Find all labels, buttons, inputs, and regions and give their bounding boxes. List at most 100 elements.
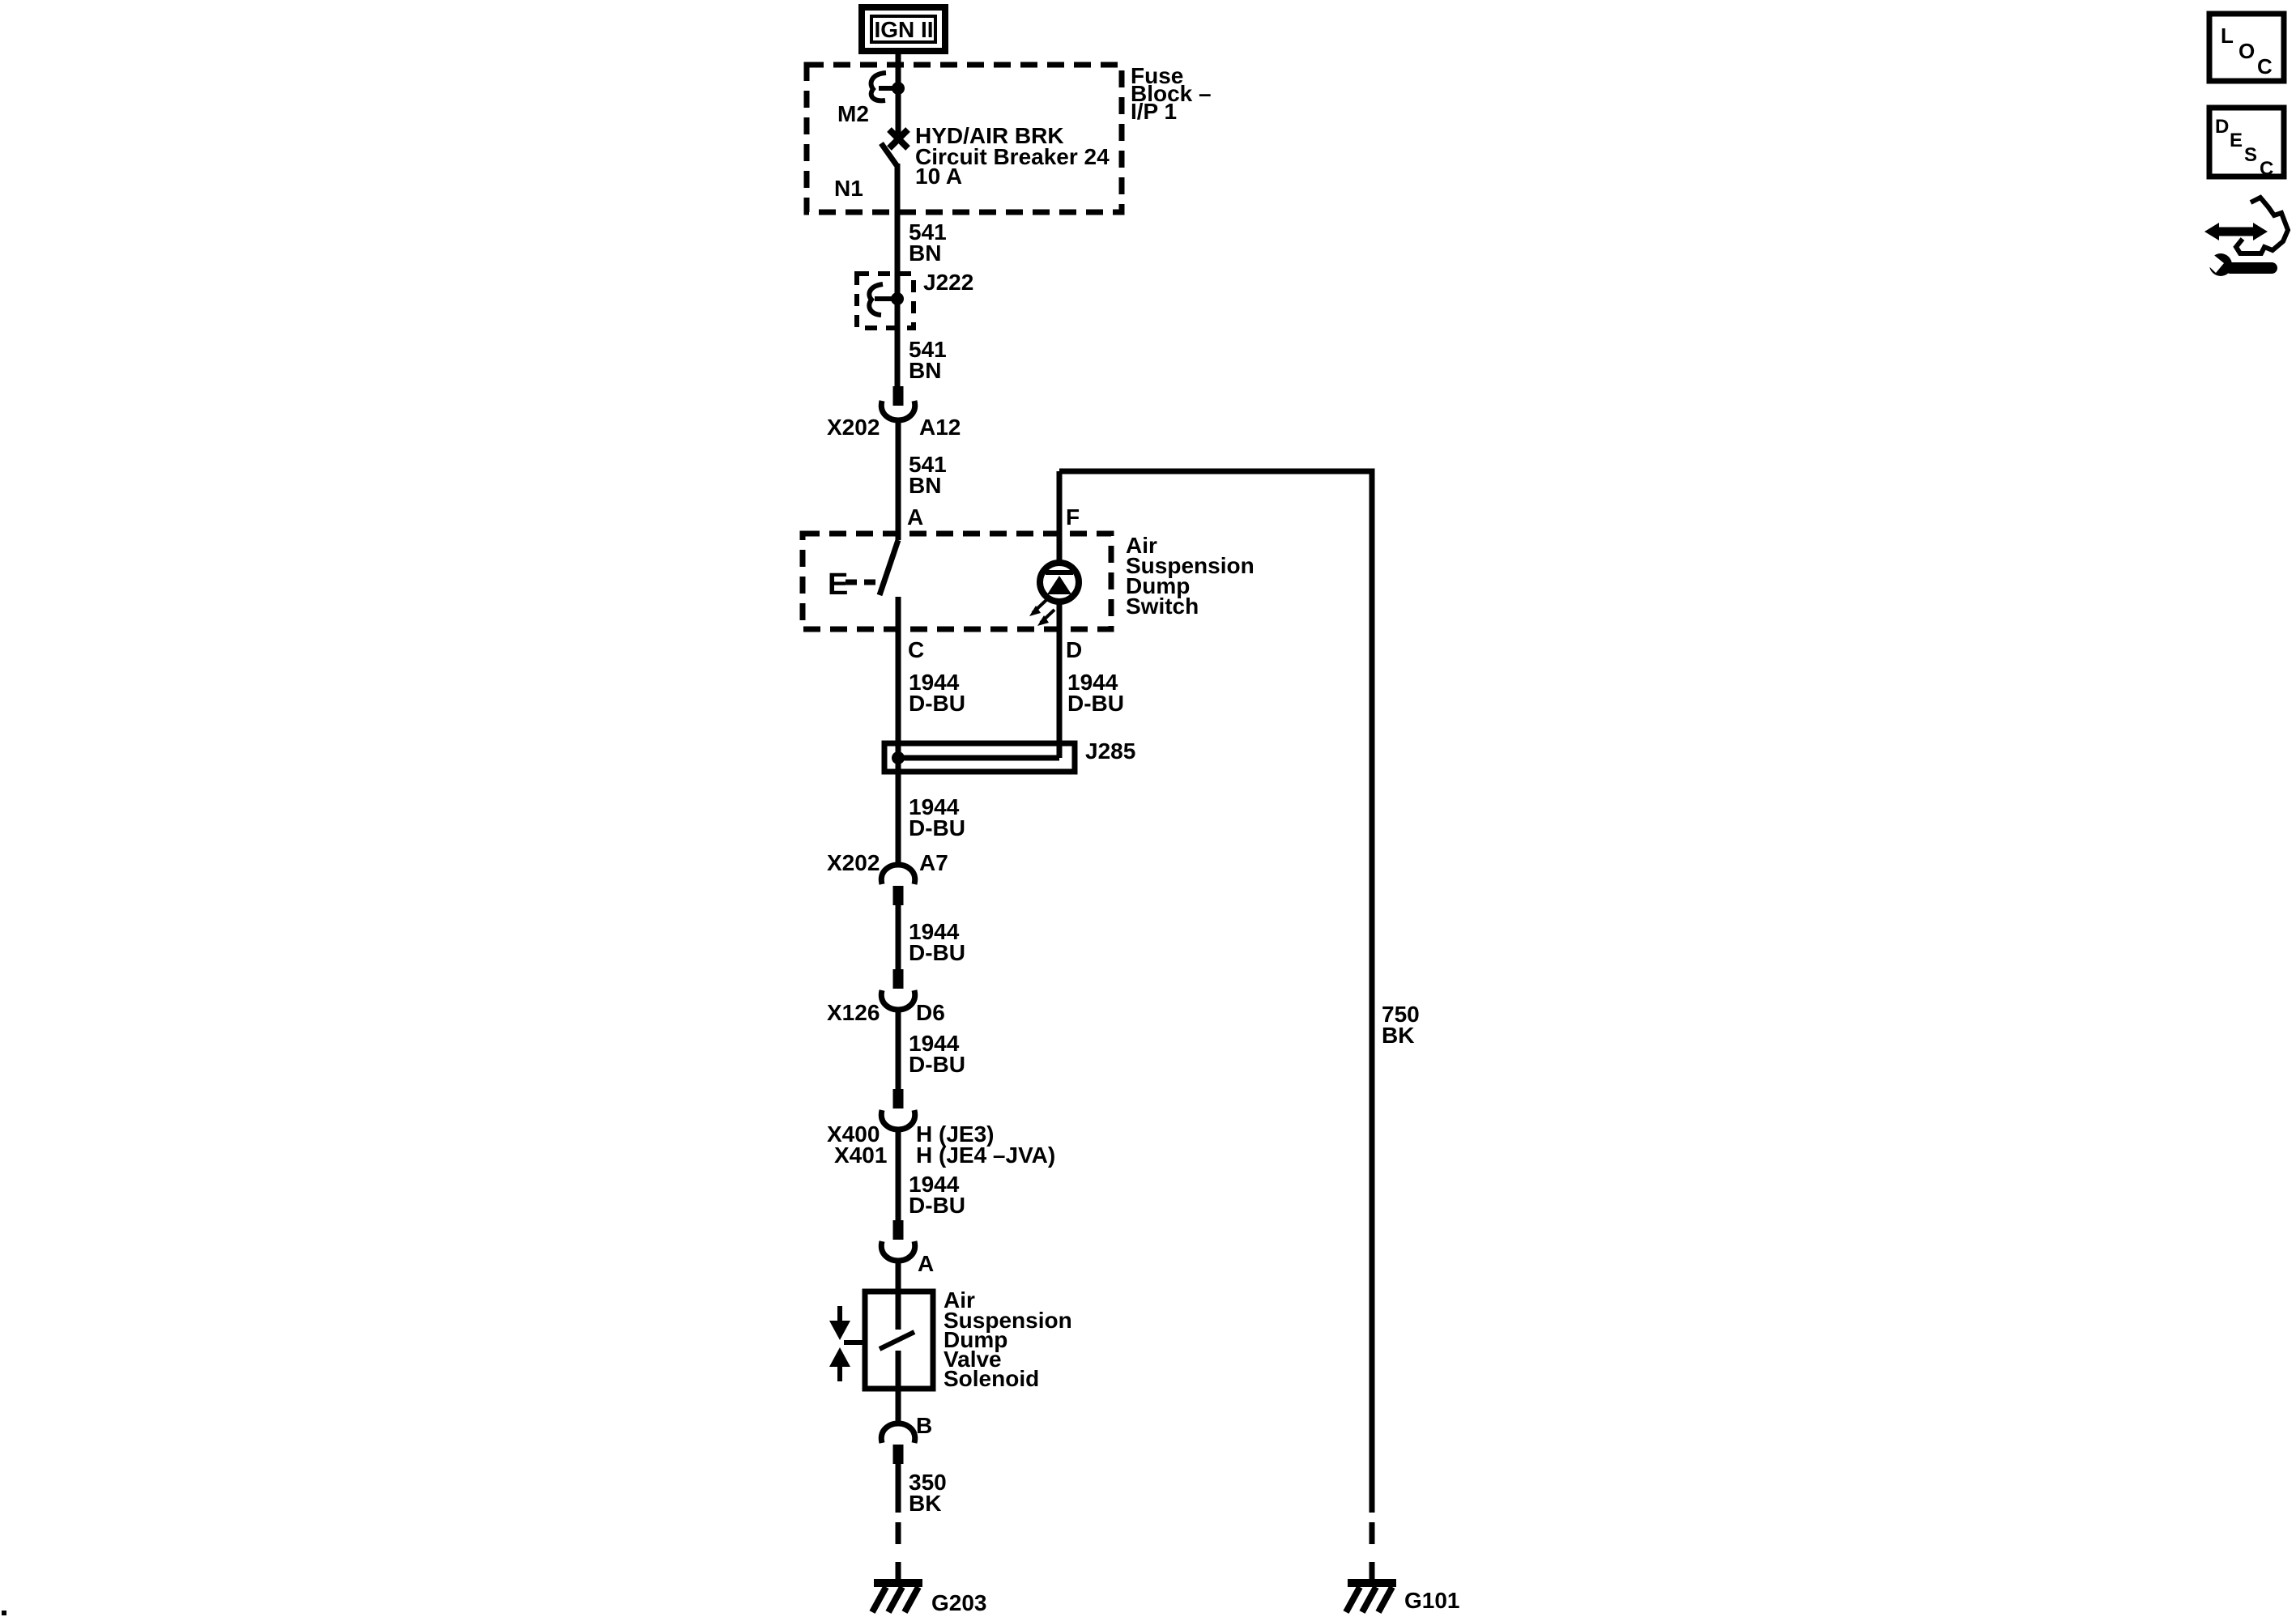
stray-dot xyxy=(2,1611,6,1615)
solenoid-terminal-b: B xyxy=(878,1413,932,1464)
connector-name: X202 xyxy=(827,415,880,440)
circuit-breaker-symbol xyxy=(868,70,910,151)
lamp-light-arrowhead-2 xyxy=(1037,615,1049,626)
wire-label-circuit: 1944 xyxy=(1067,670,1118,695)
power-feed-inner-border xyxy=(870,15,937,44)
loc-letter-c: C xyxy=(2257,54,2273,79)
splice-j285-label: J285 xyxy=(1085,738,1135,764)
valve-triangle-up xyxy=(829,1347,850,1367)
connector-name-x400: X400 xyxy=(827,1121,880,1147)
ground-g203: G203 xyxy=(869,1579,987,1615)
connector-socket xyxy=(878,1240,918,1264)
wire-label-circuit: 350 xyxy=(909,1470,947,1495)
solenoid-title-line4: Valve xyxy=(944,1347,1002,1372)
connector-x202-a7: X202 A7 xyxy=(827,850,948,905)
dump-switch-box: E Air Suspension Dump Switch xyxy=(799,530,1254,632)
wire-label-color: D-BU xyxy=(909,691,965,716)
desc-letter-e: E xyxy=(2230,130,2243,151)
splice-j222-outline xyxy=(854,271,916,330)
desc-letter-s: S xyxy=(2244,144,2257,166)
dump-switch-title-line4: Switch xyxy=(1126,594,1199,619)
valve-symbol xyxy=(829,1306,865,1381)
dump-switch-outline xyxy=(799,530,1114,632)
fuse-block-title-line3: I/P 1 xyxy=(1131,99,1177,124)
double-arrow-left-head xyxy=(2204,223,2219,240)
connector-pin-je4: H (JE4 –JVA) xyxy=(916,1143,1055,1168)
power-feed-label: IGN II xyxy=(874,17,933,42)
connector-x400-x401: X400 X401 H (JE3) H (JE4 –JVA) xyxy=(827,1089,1055,1168)
wire-label-circuit: 1944 xyxy=(909,794,960,819)
desc-button[interactable]: D E S C xyxy=(2206,104,2287,180)
connector-x202-a12: X202 A12 xyxy=(827,386,961,440)
connector-blade xyxy=(892,1220,904,1240)
desc-button-border[interactable] xyxy=(2206,104,2287,180)
splice-j222-label: J222 xyxy=(923,270,973,295)
ground-g101-label: G101 xyxy=(1404,1588,1460,1613)
loc-letter-o: O xyxy=(2238,39,2255,63)
indicator-lamp xyxy=(1029,560,1082,626)
fuse-block-outline xyxy=(803,62,1125,215)
lamp-circle xyxy=(1037,560,1082,605)
solenoid-title-line2: Suspension xyxy=(944,1308,1072,1333)
solenoid-terminal-a-label: A xyxy=(918,1251,934,1276)
desc-letter-d: D xyxy=(2215,116,2229,138)
loc-button[interactable]: L O C xyxy=(2206,11,2287,84)
part-location-repair-icon[interactable] xyxy=(2201,194,2291,276)
ground-hatch xyxy=(869,1585,922,1614)
connector-socket xyxy=(878,989,918,1013)
wire-label-color: BN xyxy=(909,240,941,266)
connector-blade xyxy=(892,1089,904,1108)
connector-name: X202 xyxy=(827,850,880,875)
connector-socket xyxy=(878,1109,918,1133)
solenoid-title-line1: Air xyxy=(944,1287,975,1313)
ground-g203-label: G203 xyxy=(931,1590,987,1615)
connector-x126-d6: X126 D6 xyxy=(827,969,945,1025)
wire-label-circuit: 1944 xyxy=(909,1031,960,1056)
connector-blade xyxy=(892,386,904,406)
wrench-jaw-notch xyxy=(2201,249,2224,273)
wire-label-circuit: 1944 xyxy=(909,670,960,695)
wire-label-circuit: 541 xyxy=(909,337,947,362)
fuse-block: Fuse Block – I/P 1 M2 N1 HYD/AIR BRK Cir… xyxy=(803,62,1212,215)
valve-triangle-down xyxy=(829,1321,850,1340)
wire-label-color: D-BU xyxy=(909,1193,965,1218)
wire-label-circuit: 541 xyxy=(909,219,947,245)
wire-750-bk xyxy=(1059,468,1375,1513)
solenoid-terminal-a: A xyxy=(878,1220,934,1276)
breaker-contact-line xyxy=(879,141,899,168)
breaker-rating: 10 A xyxy=(915,164,962,189)
lamp-light-arrowhead-1 xyxy=(1029,606,1041,616)
wire-label-color: BN xyxy=(909,358,941,383)
wire-label-color: D-BU xyxy=(909,1052,965,1077)
wire-label-color: BK xyxy=(909,1491,941,1516)
connector-socket xyxy=(878,862,918,885)
lamp-anode-triangle xyxy=(1047,576,1071,594)
fuse-block-title-line1: Fuse xyxy=(1131,63,1183,88)
wire-label-color: BK xyxy=(1382,1023,1414,1048)
wire-label-color: D-BU xyxy=(909,815,965,840)
connector-pin: A12 xyxy=(919,415,961,440)
connector-blade xyxy=(892,969,904,989)
wire-label-color: BN xyxy=(909,473,941,498)
dump-valve-solenoid: Air Suspension Dump Valve Solenoid xyxy=(829,1287,1072,1392)
breaker-hook xyxy=(868,70,887,104)
connector-pin: D6 xyxy=(916,1000,945,1025)
desc-letter-c: C xyxy=(2260,158,2273,180)
terminal-label-m2: M2 xyxy=(837,101,869,126)
solenoid-title-line3: Dump xyxy=(944,1327,1007,1352)
solenoid-terminal-b-label: B xyxy=(916,1413,932,1438)
splice-j222-dot xyxy=(891,292,904,305)
breaker-name-line2: Circuit Breaker 24 xyxy=(915,144,1110,169)
switch-contact-e-label: E xyxy=(828,568,848,602)
ground-g101: G101 xyxy=(1343,1579,1460,1614)
connector-socket xyxy=(878,1420,918,1444)
switch-terminal-d: D xyxy=(1066,637,1082,662)
connector-blade xyxy=(892,1445,904,1464)
splice-j222: J222 xyxy=(854,270,973,330)
loc-button-border[interactable] xyxy=(2206,11,2287,84)
breaker-name-line1: HYD/AIR BRK xyxy=(915,123,1064,148)
switch-terminal-c: C xyxy=(908,637,924,662)
part-outline-shape xyxy=(2233,194,2291,256)
wire-label-circuit: 1944 xyxy=(909,1172,960,1197)
